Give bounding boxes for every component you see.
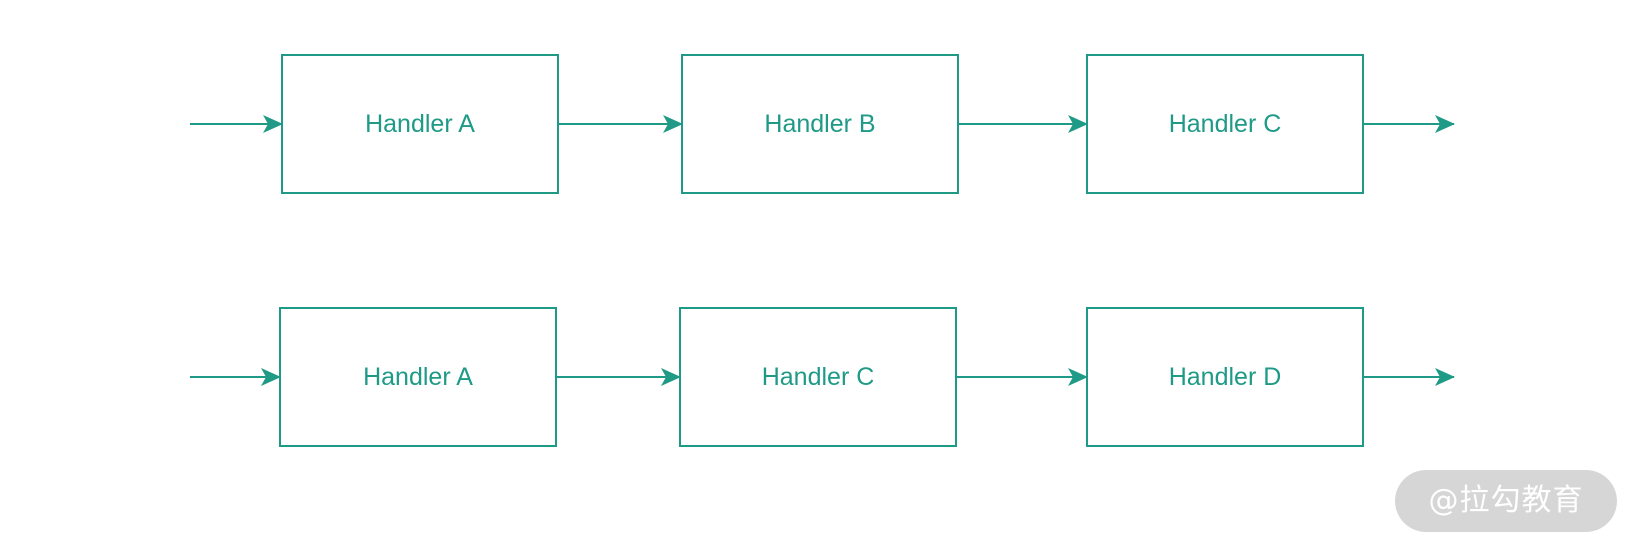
handler-box: Handler B <box>681 54 959 194</box>
handler-label: Handler C <box>762 363 875 391</box>
watermark-text: @拉勾教育 <box>1428 483 1584 518</box>
handler-box: Handler A <box>279 307 557 447</box>
handler-label: Handler A <box>363 363 473 391</box>
handler-label: Handler D <box>1169 363 1282 391</box>
handler-box: Handler C <box>1086 54 1364 194</box>
handler-label: Handler C <box>1169 110 1282 138</box>
handler-label: Handler B <box>764 110 875 138</box>
handler-label: Handler A <box>365 110 475 138</box>
pipeline-row-1: Handler A Handler B Handler C <box>190 54 1455 194</box>
pipeline-row-2: Handler A Handler C Handler D <box>190 307 1455 447</box>
watermark-badge: @拉勾教育 <box>1395 470 1617 532</box>
handler-box: Handler C <box>679 307 957 447</box>
handler-box: Handler D <box>1086 307 1364 447</box>
handler-box: Handler A <box>281 54 559 194</box>
